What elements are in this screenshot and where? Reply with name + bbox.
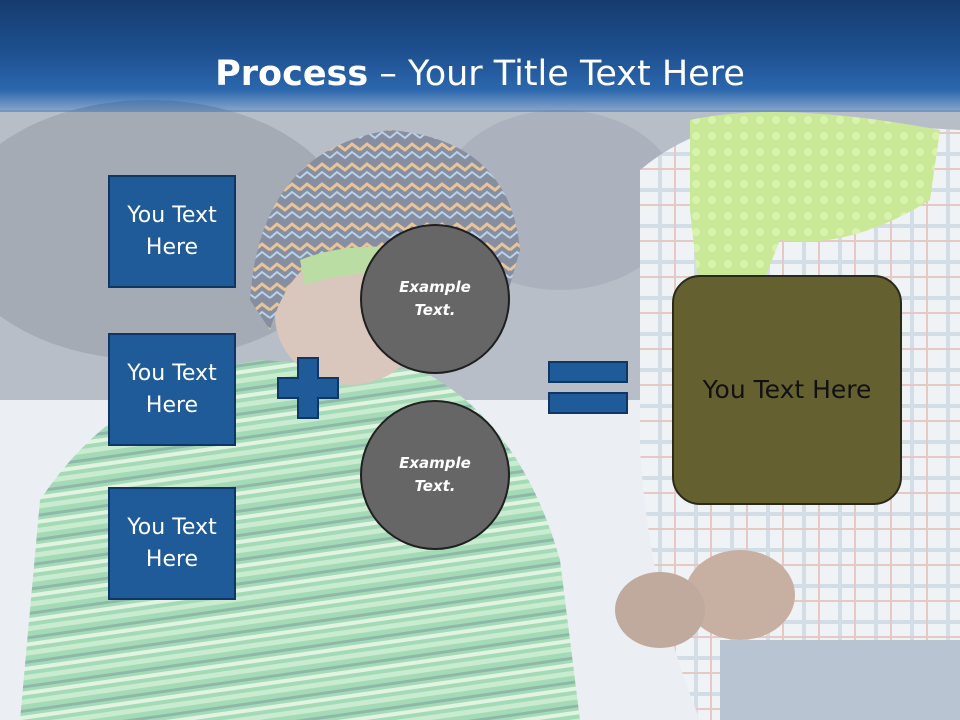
title-bold: Process xyxy=(215,54,369,94)
example-circle-1[interactable]: Example Text. xyxy=(360,224,510,374)
title-banner xyxy=(0,0,960,112)
text-box-3-label: You Text Here xyxy=(127,514,217,572)
result-box-label: You Text Here xyxy=(702,375,872,404)
example-circle-2-label: Example Text. xyxy=(399,454,471,495)
plus-icon xyxy=(277,357,339,419)
result-box[interactable]: You Text Here xyxy=(672,275,902,505)
example-circle-1-label: Example Text. xyxy=(399,278,471,319)
example-circle-2[interactable]: Example Text. xyxy=(360,400,510,550)
title-rest: – Your Title Text Here xyxy=(368,54,745,94)
text-box-2-label: You Text Here xyxy=(127,360,217,418)
text-box-2[interactable]: You Text Here xyxy=(108,333,236,446)
page-title: Process – Your Title Text Here xyxy=(0,52,960,96)
text-box-1-label: You Text Here xyxy=(127,202,217,260)
text-box-1[interactable]: You Text Here xyxy=(108,175,236,288)
text-box-3[interactable]: You Text Here xyxy=(108,487,236,600)
equals-icon xyxy=(548,361,628,414)
